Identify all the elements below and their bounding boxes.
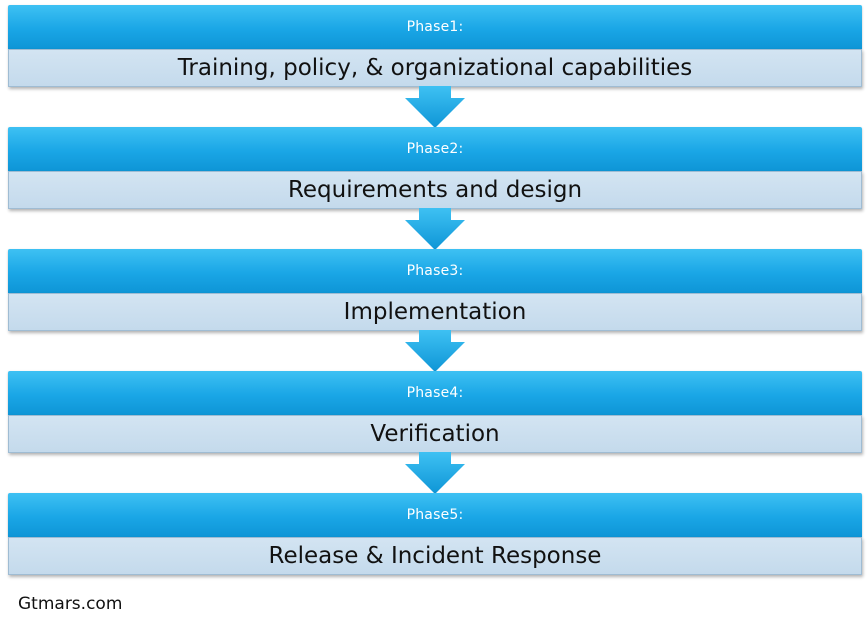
down-arrow-icon (405, 330, 465, 372)
phase-5-label: Phase5: (8, 493, 862, 537)
phase-2-label: Phase2: (8, 127, 862, 171)
phase-5-title: Release & Incident Response (8, 537, 862, 575)
phase-2-title: Requirements and design (8, 171, 862, 209)
phase-3-label: Phase3: (8, 249, 862, 293)
down-arrow-icon (405, 86, 465, 128)
phase-1-label: Phase1: (8, 5, 862, 49)
phase-4-label: Phase4: (8, 371, 862, 415)
down-arrow-icon (405, 452, 465, 494)
phase-1-title: Training, policy, & organizational capab… (8, 49, 862, 87)
down-arrow-icon (405, 208, 465, 250)
phase-3-title: Implementation (8, 293, 862, 331)
phase-4-title: Verification (8, 415, 862, 453)
phase-1: Phase1: Training, policy, & organization… (8, 5, 862, 88)
phase-5: Phase5: Release & Incident Response (8, 493, 862, 576)
phase-4: Phase4: Verification (8, 371, 862, 454)
site-watermark: Gtmars.com (18, 594, 123, 614)
phase-2: Phase2: Requirements and design (8, 127, 862, 210)
phase-3: Phase3: Implementation (8, 249, 862, 332)
